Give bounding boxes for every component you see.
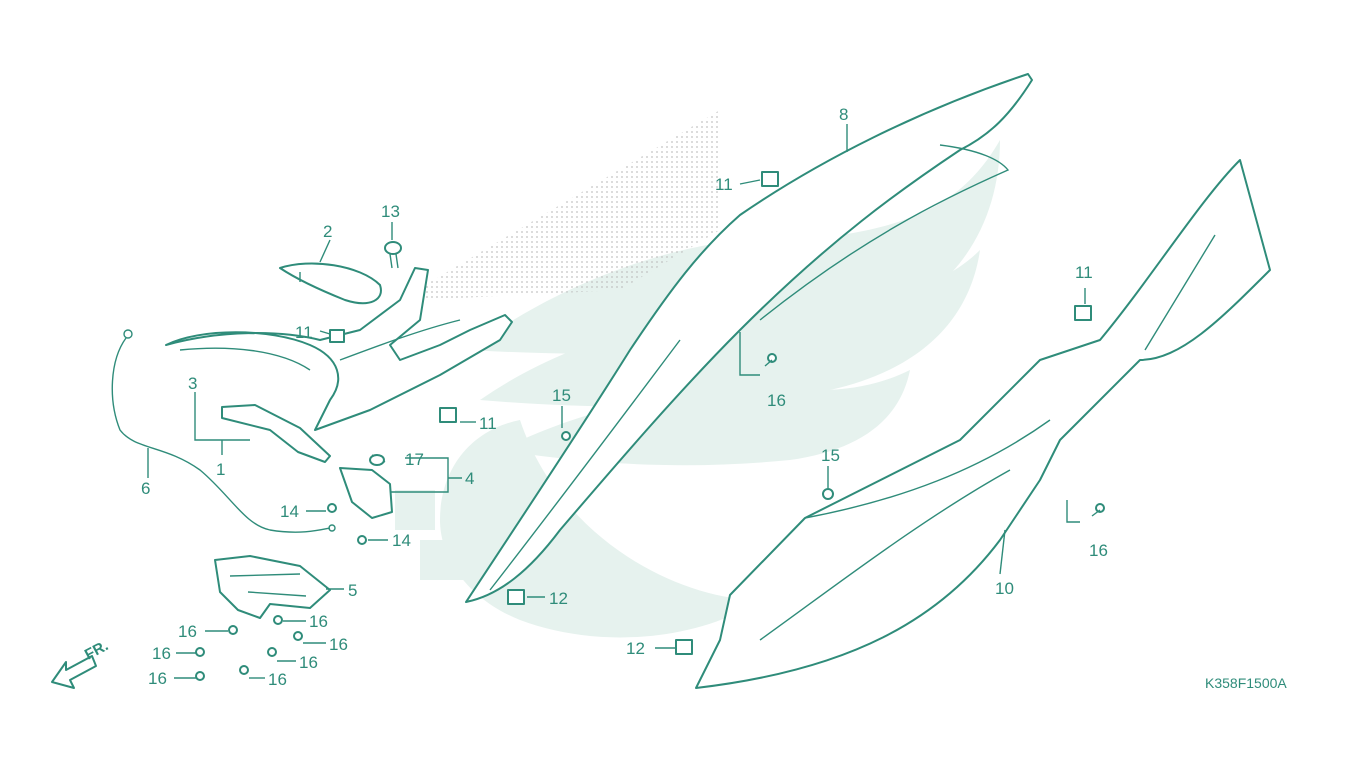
callout-12b: 12 bbox=[626, 639, 645, 658]
callout-16g: 16 bbox=[329, 635, 348, 654]
callout-4: 4 bbox=[465, 469, 474, 488]
callout-14b: 14 bbox=[392, 531, 411, 550]
fasteners bbox=[195, 171, 1105, 681]
callout-2: 2 bbox=[323, 222, 332, 241]
callout-16i: 16 bbox=[268, 670, 287, 689]
callout-labels: 8 10 2 13 3 1 6 4 17 5 11 11 11 11 12 12… bbox=[141, 105, 1108, 689]
callout-1: 1 bbox=[216, 460, 225, 479]
callout-16a: 16 bbox=[767, 391, 786, 410]
part-8-inner-rail bbox=[465, 73, 1033, 603]
callout-16c: 16 bbox=[178, 622, 197, 641]
part-5-bracket bbox=[214, 555, 331, 619]
clip-11-c bbox=[329, 329, 345, 343]
part-1-strip bbox=[221, 404, 331, 463]
callout-16h: 16 bbox=[299, 653, 318, 672]
callout-16d: 16 bbox=[152, 644, 171, 663]
part-3-inner-cover bbox=[165, 267, 513, 431]
part-6-cable bbox=[111, 329, 336, 533]
callout-11a: 11 bbox=[715, 175, 733, 194]
screw-leaders bbox=[174, 620, 326, 679]
callout-5: 5 bbox=[348, 581, 357, 600]
callout-11b: 11 bbox=[1075, 263, 1093, 282]
part-2-small-cover bbox=[279, 262, 382, 305]
callout-16e: 16 bbox=[148, 669, 167, 688]
callout-12a: 12 bbox=[549, 589, 568, 608]
part-13-bolt bbox=[384, 241, 402, 269]
front-direction-indicator: FR. bbox=[51, 637, 111, 689]
callout-11c: 11 bbox=[295, 323, 313, 342]
callout-11d: 11 bbox=[479, 414, 497, 433]
callout-16b: 16 bbox=[1089, 541, 1108, 560]
callout-15b: 15 bbox=[821, 446, 840, 465]
callout-3: 3 bbox=[188, 374, 197, 393]
part-10-side-cover bbox=[695, 159, 1271, 689]
callout-10: 10 bbox=[995, 579, 1014, 598]
diagram-code: K358F1500A bbox=[1205, 675, 1287, 691]
callout-16f: 16 bbox=[309, 612, 328, 631]
clip-11-a bbox=[761, 171, 779, 187]
clip-11-b bbox=[1074, 305, 1092, 321]
callout-15a: 15 bbox=[552, 386, 571, 405]
callout-17: 17 bbox=[405, 450, 424, 469]
callout-8: 8 bbox=[839, 105, 848, 124]
part-4-latch bbox=[339, 454, 393, 519]
callout-13: 13 bbox=[381, 202, 400, 221]
clip-12-a bbox=[507, 589, 525, 605]
callout-6: 6 bbox=[141, 479, 150, 498]
leader-lines bbox=[147, 124, 1086, 649]
callout-14a: 14 bbox=[280, 502, 299, 521]
clip-12-b bbox=[675, 639, 693, 655]
